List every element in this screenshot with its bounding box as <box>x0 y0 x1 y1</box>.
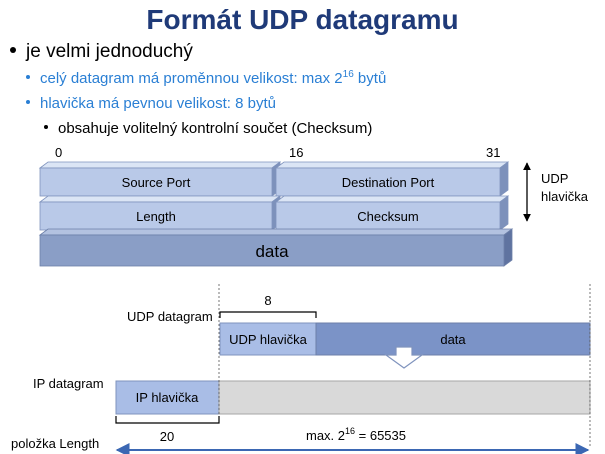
field-label: Length <box>136 209 176 224</box>
bullet-text: je velmi jednoduchý <box>26 41 193 62</box>
data-block: data <box>38 228 514 267</box>
page-title: Formát UDP datagramu <box>146 4 459 35</box>
field-checksum: Checksum <box>274 195 510 231</box>
bullet-level3: obsahuje volitelný kontrolní součet (Che… <box>44 120 372 137</box>
udp-data-box-label: data <box>440 332 466 347</box>
bullet-dot <box>10 46 16 53</box>
side-label-udp: UDP <box>541 171 568 186</box>
udp-header-box <box>219 322 317 356</box>
ip-header-box <box>115 380 220 415</box>
max-prefix: max. 2 <box>306 428 345 443</box>
udp-header-bracket <box>219 311 317 318</box>
bullet-superscript: 16 <box>342 69 354 80</box>
udp-datagram-label: UDP datagram <box>127 309 213 324</box>
field-label: Checksum <box>357 209 418 224</box>
length-field-label: položka Length <box>11 436 99 451</box>
max-suffix: = 65535 <box>355 428 406 443</box>
bit-label-0: 0 <box>55 145 62 160</box>
bullet-level2-header: hlavička má pevnou velikost: 8 bytů <box>26 95 276 112</box>
bullet-level2-size: celý datagram má proměnnou velikost: max… <box>26 69 386 87</box>
bullet-text: celý datagram má proměnnou velikost: max… <box>40 70 343 87</box>
bullet-text: hlavička má pevnou velikost: 8 bytů <box>40 95 276 112</box>
data-label: data <box>255 242 289 261</box>
max-superscript: 16 <box>345 426 355 436</box>
field-destination-port: Destination Port <box>274 161 510 197</box>
ip-header-box-label: IP hlavička <box>136 390 199 405</box>
bullet-dot <box>26 75 30 80</box>
ip-header-bracket <box>115 416 220 424</box>
field-label: Source Port <box>122 175 191 190</box>
ip-datagram-label: IP datagram <box>33 376 104 391</box>
bit-label-16: 16 <box>289 145 303 160</box>
field-length: Length <box>38 195 282 231</box>
side-label-hlavicka: hlavička <box>541 189 589 204</box>
field-source-port: Source Port <box>38 161 282 197</box>
encapsulation-arrow-icon <box>384 346 424 369</box>
bullet-dot <box>26 100 30 105</box>
max-length-label: max. 216 = 65535 <box>306 426 406 443</box>
udp-header-box-label: UDP hlavička <box>229 332 308 347</box>
field-label: Destination Port <box>342 175 435 190</box>
bullet-dot <box>44 125 48 130</box>
ip-header-size-label: 20 <box>160 429 174 444</box>
ip-payload-box <box>218 380 591 415</box>
udp-data-box <box>315 322 591 356</box>
udp-header-size-label: 8 <box>264 293 271 308</box>
bullet-text: bytů <box>353 70 387 87</box>
bullet-text: obsahuje volitelný kontrolní součet (Che… <box>58 120 373 137</box>
bullet-level1: je velmi jednoduchý <box>10 41 193 63</box>
bit-label-31: 31 <box>486 145 500 160</box>
